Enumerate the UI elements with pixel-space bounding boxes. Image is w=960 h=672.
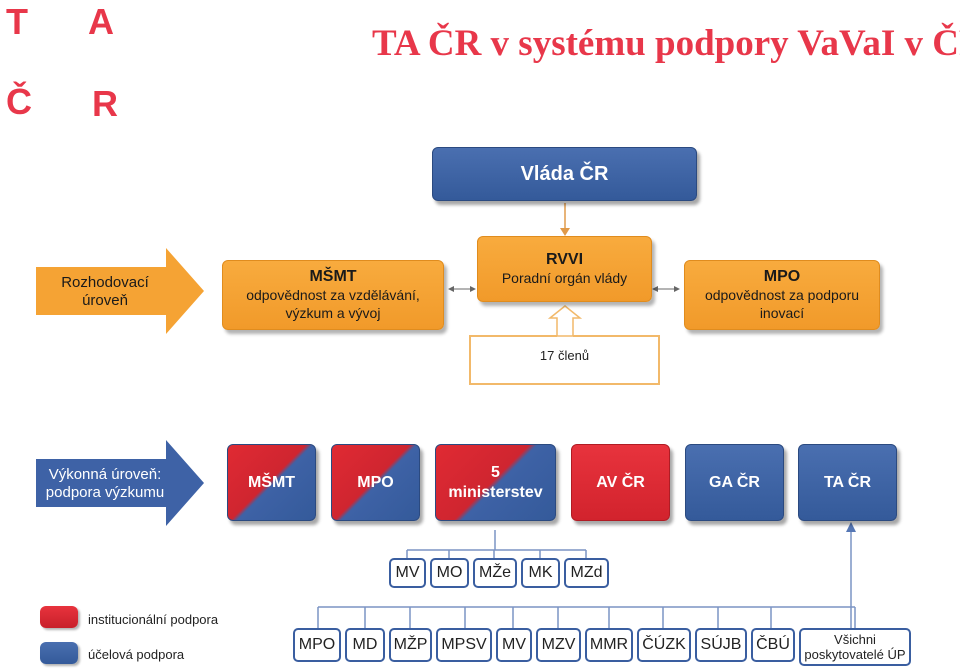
mpo-decision-title: MPO: [763, 268, 801, 285]
provider-box-mzp: MŽP: [389, 628, 432, 662]
ministry-box-mo: MO: [430, 558, 469, 588]
page-title: TA ČR v systému podpory VaVaI v ČR: [372, 23, 960, 64]
ministry-label: MZd: [570, 564, 603, 581]
provider-label: ČÚZK: [642, 636, 686, 653]
members-box: 17 členů: [469, 335, 660, 385]
msmt-decision-box: MŠMT odpovědnost za vzdělávání, výzkum a…: [222, 260, 444, 330]
exec-box-gacr-label: GA ČR: [709, 473, 760, 491]
provider-label: ČBÚ: [756, 636, 790, 653]
logo-letter-r: R: [92, 83, 118, 124]
legend-swatch-institutional: [40, 606, 78, 628]
legend-label-targeted: účelová podpora: [88, 647, 185, 662]
provider-label: MŽP: [393, 636, 428, 653]
exec-box-tacr: TA ČR: [798, 444, 897, 521]
ministry-label: MK: [528, 564, 553, 581]
members-label: 17 členů: [539, 348, 590, 363]
rvvi-title: RVVI: [545, 251, 584, 268]
executive-level-label: Výkonná úroveň: podpora výzkumu: [40, 466, 170, 502]
provider-box-mpo: MPO: [293, 628, 341, 662]
ministry-box-mzd: MZd: [564, 558, 609, 588]
exec-box-ministries: 5 ministerstev: [435, 444, 556, 521]
msmt-decision-line2: výzkum a vývoj: [285, 305, 381, 321]
provider-box-mpsv: MPSV: [436, 628, 492, 662]
ministry-label: MV: [395, 564, 420, 581]
legend-label-institutional: institucionální podpora: [88, 612, 219, 627]
provider-box-mmr: MMR: [585, 628, 633, 662]
provider-all-line2: poskytovatelé ÚP: [804, 647, 906, 662]
ministry-label: MŽe: [479, 564, 511, 581]
logo-letter-c: Č: [6, 81, 32, 122]
decision-level-label-line2: úroveň: [82, 292, 128, 309]
rvvi-box: RVVI Poradní orgán vlády: [477, 236, 652, 302]
exec-box-ministries-line1: 5: [491, 463, 500, 481]
decision-level-label-line1: Rozhodovací: [61, 274, 149, 291]
provider-box-mv: MV: [496, 628, 532, 662]
provider-label: MD: [352, 636, 378, 653]
exec-box-msmt-label: MŠMT: [247, 473, 296, 491]
exec-box-msmt: MŠMT: [227, 444, 316, 521]
ministry-box-mk: MK: [521, 558, 560, 588]
provider-label: MPO: [298, 636, 336, 653]
decision-level-label: Rozhodovací úroveň: [40, 274, 170, 310]
exec-box-ministries-line2: ministerstev: [448, 483, 543, 501]
provider-box-sujb: SÚJB: [695, 628, 747, 662]
executive-level-label-line2: podpora výzkumu: [45, 484, 165, 501]
mpo-decision-line1: odpovědnost za podporu: [704, 287, 860, 303]
msmt-decision-title: MŠMT: [309, 268, 357, 285]
provider-box-md: MD: [345, 628, 385, 662]
logo-letter-a: A: [88, 1, 114, 42]
exec-box-gacr: GA ČR: [685, 444, 784, 521]
logo-letter-t: T: [6, 1, 28, 42]
exec-box-mpo: MPO: [331, 444, 420, 521]
exec-box-tacr-label: TA ČR: [823, 473, 872, 491]
rvvi-line1: Poradní orgán vlády: [501, 270, 628, 286]
mpo-decision-box: MPO odpovědnost za podporu inovací: [684, 260, 880, 330]
government-box: Vláda ČR: [432, 147, 697, 201]
provider-label: SÚJB: [700, 636, 742, 653]
exec-box-avcr-label: AV ČR: [596, 473, 645, 491]
ministry-box-mze: MŽe: [473, 558, 517, 588]
legend-swatch-targeted: [40, 642, 78, 664]
executive-level-arrow: [36, 440, 204, 526]
provider-box-cuzk: ČÚZK: [637, 628, 691, 662]
ministry-box-mv: MV: [389, 558, 426, 588]
government-label: Vláda ČR: [520, 162, 609, 185]
exec-box-avcr: AV ČR: [571, 444, 670, 521]
provider-box-all: Všichni poskytovatelé ÚP: [799, 628, 911, 666]
mpo-decision-line2: inovací: [759, 305, 805, 321]
provider-label: MPSV: [441, 636, 487, 653]
provider-label: MZV: [541, 636, 576, 653]
provider-box-cbu: ČBÚ: [751, 628, 795, 662]
provider-box-mzv: MZV: [536, 628, 581, 662]
ministry-label: MO: [436, 564, 463, 581]
provider-label: MMR: [589, 636, 629, 653]
provider-label: MV: [502, 636, 526, 653]
executive-level-label-line1: Výkonná úroveň:: [48, 466, 162, 483]
msmt-decision-line1: odpovědnost za vzdělávání,: [246, 287, 420, 303]
decision-level-arrow: [36, 248, 204, 334]
provider-all-line1: Všichni: [834, 632, 876, 647]
exec-box-mpo-label: MPO: [357, 473, 394, 491]
